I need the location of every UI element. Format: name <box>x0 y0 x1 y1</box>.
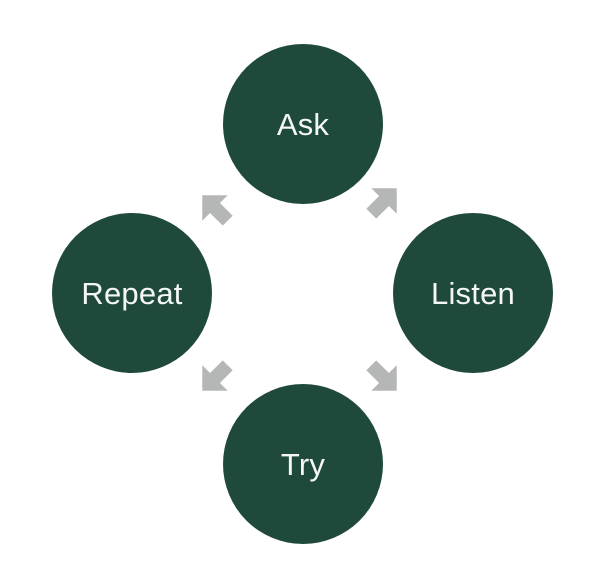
node-try: Try <box>223 384 383 544</box>
node-ask-label: Ask <box>276 106 330 142</box>
node-try-label: Try <box>280 446 326 482</box>
arrow-try-to-repeat-icon <box>187 350 244 407</box>
arrow-repeat-to-ask-icon <box>187 180 244 237</box>
arrow-ask-to-listen-icon <box>356 173 413 230</box>
node-listen: Listen <box>393 213 553 373</box>
node-ask: Ask <box>223 44 383 204</box>
node-repeat: Repeat <box>52 213 212 373</box>
node-repeat-label: Repeat <box>81 275 183 311</box>
node-listen-label: Listen <box>431 275 515 311</box>
arrow-listen-to-try-icon <box>356 350 413 407</box>
